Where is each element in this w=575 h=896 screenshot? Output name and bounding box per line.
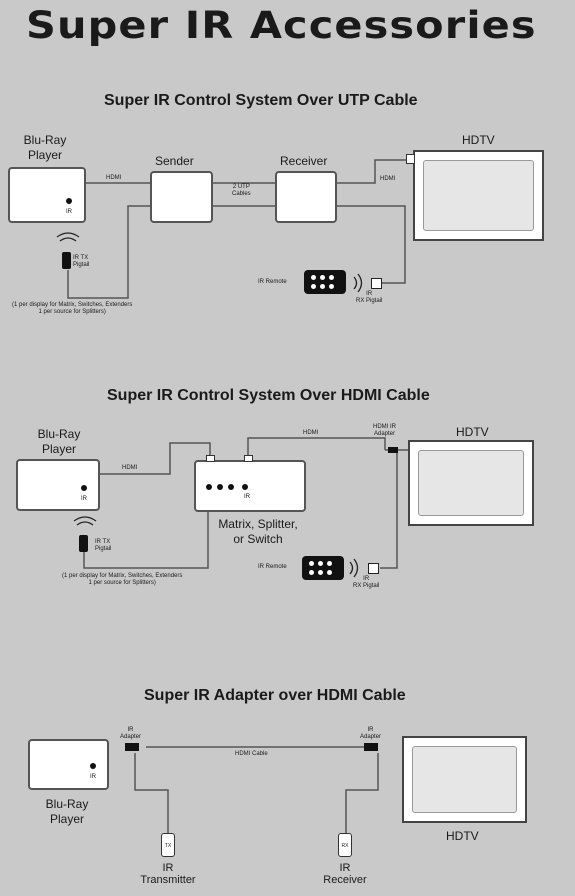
page-title: Super IR Accessories [26,4,537,47]
s3-tx-label: TX [164,843,172,849]
s3-hdtv-label: HDTV [446,829,479,843]
s2-port-1 [206,455,215,462]
s2-irtx-label: IR TX Pigtail [95,539,112,552]
s2-player-label: Blu-Ray Player [37,427,81,456]
s1-receiver [275,171,337,223]
s1-hdtv-port [406,154,415,164]
s1-rx-pigtail [371,278,382,289]
s1-rx-label: IR RX Pigtail [356,291,383,304]
s1-hdmi-label-1: HDMI [106,175,122,181]
s1-sender [150,171,213,223]
s1-hdtv-label: HDTV [462,133,495,147]
s1-player-label: Blu-Ray Player [23,133,67,162]
s2-matrix-box: IR [194,460,306,512]
s3-ir-transmitter: TX [161,833,175,857]
s2-hdmi-label-1: HDMI [122,465,138,471]
s2-hdtv-label: HDTV [456,425,489,439]
s2-matrix-label: Matrix, Splitter, or Switch [218,517,298,546]
section3-title: Super IR Adapter over HDMI Cable [144,687,406,704]
s1-bluray-player: IR [8,167,86,223]
s3-ir-receiver: RX [338,833,352,857]
s2-ir-remote [302,556,344,580]
s3-adapter-left-label: IR Adapter [120,727,142,740]
s2-remote-label: IR Remote [258,564,287,570]
s2-rx-label: IR RX Pigtail [353,576,380,589]
s3-ir-label: IR [90,774,96,780]
s2-hdmi-label-2: HDMI [303,430,319,436]
section2-title: Super IR Control System Over HDMI Cable [107,387,430,404]
s2-bluray-player: IR [16,459,100,511]
s2-rx-pigtail [368,563,379,574]
s1-utp-label: 2 UTP Cables [232,184,251,197]
s1-receiver-label: Receiver [280,154,328,168]
s1-ir-remote [304,270,346,294]
s2-note: (1 per display for Matrix, Switches, Ext… [62,573,183,586]
s1-note: (1 per display for Matrix, Switches, Ext… [12,302,133,315]
s1-irtx-label: IR TX Pigtail [73,255,90,268]
s3-receiver-label: IR Receiver [323,862,367,886]
s1-hdmi-label-2: HDMI [380,176,396,182]
s3-rx-short-label: RX [341,843,349,849]
s2-port-2 [244,455,253,462]
s3-cable-label: HDMI Cable [235,751,268,757]
s3-hdtv [402,736,527,823]
s2-ir-label: IR [81,496,87,502]
s3-adapter-right-label: IR Adapter [360,727,382,740]
s3-player-label: Blu-Ray Player [45,797,89,826]
s1-remote-label: IR Remote [258,279,287,285]
section1-title: Super IR Control System Over UTP Cable [104,92,418,109]
s1-hdtv [413,150,544,241]
s1-ir-label: IR [66,209,72,215]
s3-transmitter-label: IR Transmitter [140,862,196,886]
s2-hdtv [408,440,534,526]
s1-sender-label: Sender [155,154,194,168]
s3-bluray-player: IR [28,739,109,790]
s2-adapter-label: HDMI IR Adapter [373,424,396,437]
s2-ir-label-2: IR [244,494,250,500]
